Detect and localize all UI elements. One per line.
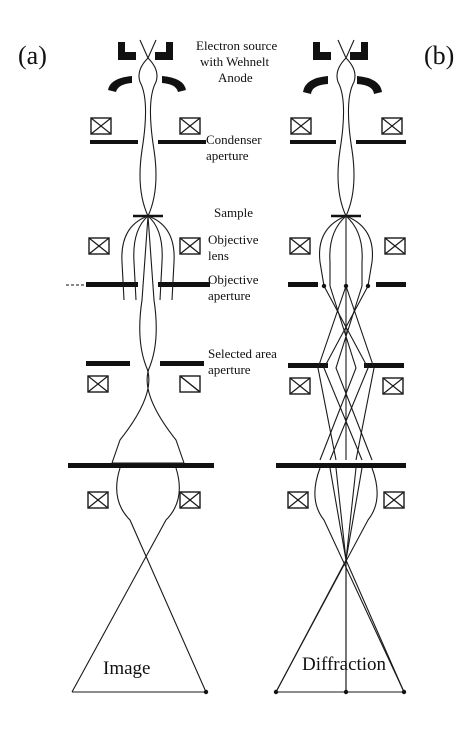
objective-aperture-left-b (288, 282, 318, 287)
image-label: Image (103, 658, 150, 679)
diffraction-label: Diffraction (302, 654, 387, 675)
wehnelt-right-b (350, 42, 368, 60)
panel-label-b: (b) (424, 41, 454, 70)
objective-lens-left-a (88, 237, 110, 255)
panel-label-a: (a) (18, 41, 47, 70)
ray-paths-b (273, 39, 407, 695)
condenser-lens-left-b (290, 117, 312, 135)
projector-lens-left-b (287, 491, 309, 509)
label-sample: Sample (214, 205, 253, 220)
sad-aperture-right-a (160, 361, 204, 366)
intermediate-lens-right-b (382, 377, 404, 395)
condenser-aperture-right-b (356, 140, 406, 144)
wehnelt-right-a (155, 42, 173, 60)
objective-aperture-right-a (158, 282, 210, 287)
label-sad-line1: Selected area (208, 346, 277, 361)
projector-lens-right-a (179, 491, 201, 509)
label-sad-line2: aperture (208, 362, 251, 377)
projector-lens-right-b (383, 491, 405, 509)
condenser-lens-right-b (381, 117, 403, 135)
objective-aperture-left-a (86, 282, 138, 287)
anode-left-a (108, 76, 132, 92)
objective-lens-left-b (289, 237, 311, 255)
label-objective-aperture-line2: aperture (208, 288, 251, 303)
label-condenser-line2: aperture (206, 148, 249, 163)
anode-left-b (303, 76, 328, 94)
objective-lens-right-a (179, 237, 201, 255)
component-labels: Electron source with Wehnelt Anode Conde… (196, 38, 277, 377)
objective-lens-right-b (384, 237, 406, 255)
objective-aperture-right-b (376, 282, 406, 287)
intermediate-lens-right-a (179, 375, 201, 393)
anode-right-a (162, 76, 186, 92)
panel-b-diffraction-mode: Diffraction (273, 39, 407, 695)
panel-a-image-mode: Image (66, 39, 214, 695)
projector-lens-left-a (87, 491, 109, 509)
intermediate-lens-left-b (289, 377, 311, 395)
label-source-line2: with Wehnelt (200, 54, 270, 69)
projector-plate-b (276, 463, 406, 468)
label-objective-aperture-line1: Objective (208, 272, 259, 287)
condenser-aperture-left-b (290, 140, 336, 144)
label-condenser-line1: Condenser (206, 132, 262, 147)
label-objective-lens-line2: lens (208, 248, 229, 263)
label-objective-lens-line1: Objective (208, 232, 259, 247)
condenser-aperture-left-a (90, 140, 138, 144)
label-source-line1: Electron source (196, 38, 277, 53)
condenser-lens-right-a (179, 117, 201, 135)
anode-right-b (357, 76, 382, 94)
label-anode: Anode (218, 70, 253, 85)
wehnelt-left-a (118, 42, 136, 60)
ray-paths-a (71, 39, 209, 695)
sad-aperture-left-b (288, 363, 328, 368)
wehnelt-left-b (313, 42, 331, 60)
condenser-aperture-right-a (158, 140, 206, 144)
condenser-lens-left-a (90, 117, 112, 135)
projector-plate-a (68, 463, 214, 468)
sad-aperture-right-b (364, 363, 404, 368)
sad-aperture-left-a (86, 361, 130, 366)
intermediate-lens-left-a (87, 375, 109, 393)
